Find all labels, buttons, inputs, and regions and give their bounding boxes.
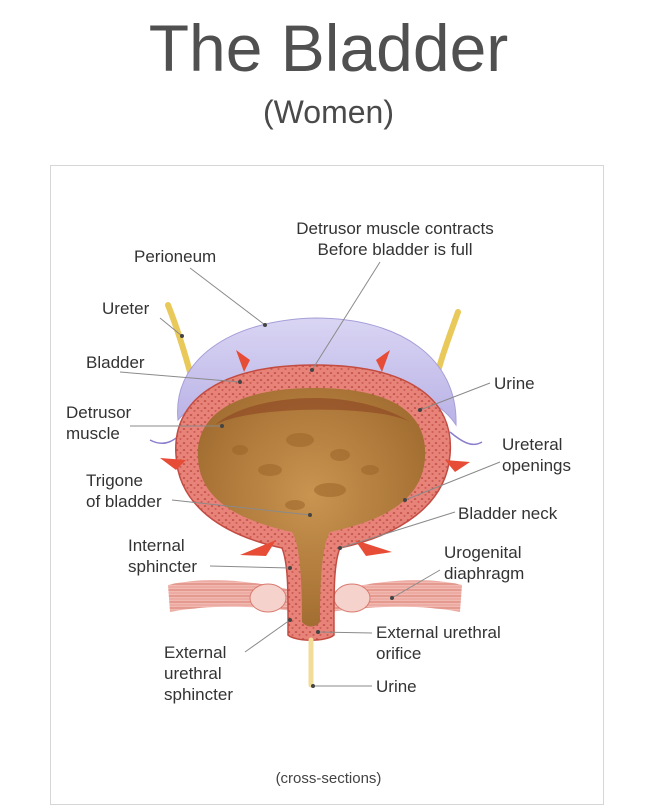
label-detrusor-contracts: Detrusor muscle contracts Before bladder…	[296, 219, 494, 259]
page-title: The Bladder	[148, 11, 509, 85]
leader-dots	[180, 323, 422, 688]
label-ureter: Ureter	[102, 299, 150, 318]
leader-lines	[119, 261, 501, 687]
external-sphincter-left	[249, 583, 287, 613]
urine-texture	[232, 433, 379, 510]
external-sphincter-right	[333, 583, 371, 613]
label-bladder: Bladder	[86, 353, 145, 372]
label-internal-sphincter: Internal sphincter	[128, 536, 197, 576]
label-bladder-neck: Bladder neck	[458, 504, 558, 523]
contraction-arrows	[160, 350, 470, 556]
caption: (cross-sections)	[275, 770, 382, 787]
label-ureteral-openings: Ureteral openings	[502, 435, 572, 475]
label-trigone: Trigone of bladder	[86, 471, 162, 511]
page-subtitle: (Women)	[263, 94, 394, 130]
urine-bladder	[197, 388, 426, 627]
label-external-urethral-sphincter: External urethral sphincter	[164, 643, 233, 704]
label-urine-bottom: Urine	[376, 677, 417, 696]
label-urogenital-diaphragm: Urogenital diaphragm	[444, 543, 525, 583]
label-detrusor-muscle: Detrusor muscle	[66, 403, 132, 443]
label-external-urethral-orifice: External urethral orifice	[376, 623, 501, 663]
label-perioneum: Perioneum	[134, 247, 217, 266]
label-urine-top: Urine	[494, 374, 535, 393]
